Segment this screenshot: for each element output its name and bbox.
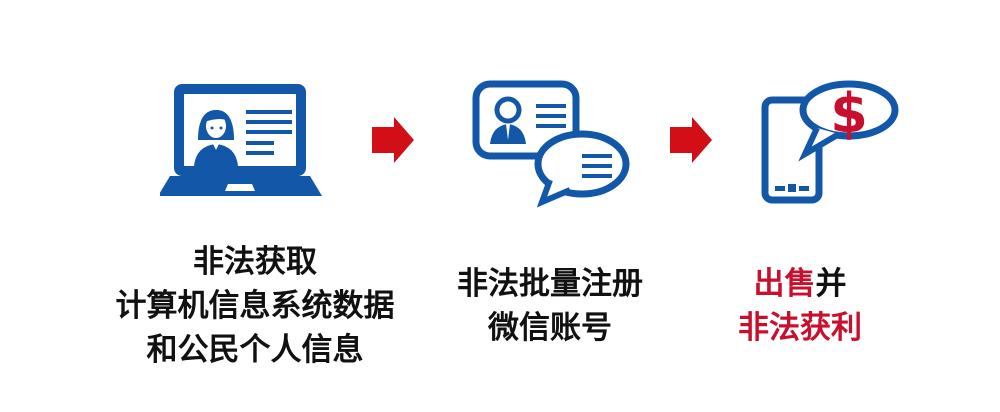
svg-text:$: $	[830, 82, 868, 145]
arrow-right-icon	[372, 117, 414, 163]
step-1-caption: 非法获取 计算机信息系统数据 和公民个人信息	[115, 244, 395, 368]
phone-dollar-icon: $	[761, 80, 899, 204]
laptop-profile-icon	[160, 84, 322, 196]
id-card-chat-icon	[472, 80, 630, 208]
step-3-caption: 出售并 非法获利	[738, 266, 862, 346]
step-2-caption: 非法批量注册 微信账号	[457, 266, 643, 346]
arrow-right-icon	[670, 117, 712, 163]
